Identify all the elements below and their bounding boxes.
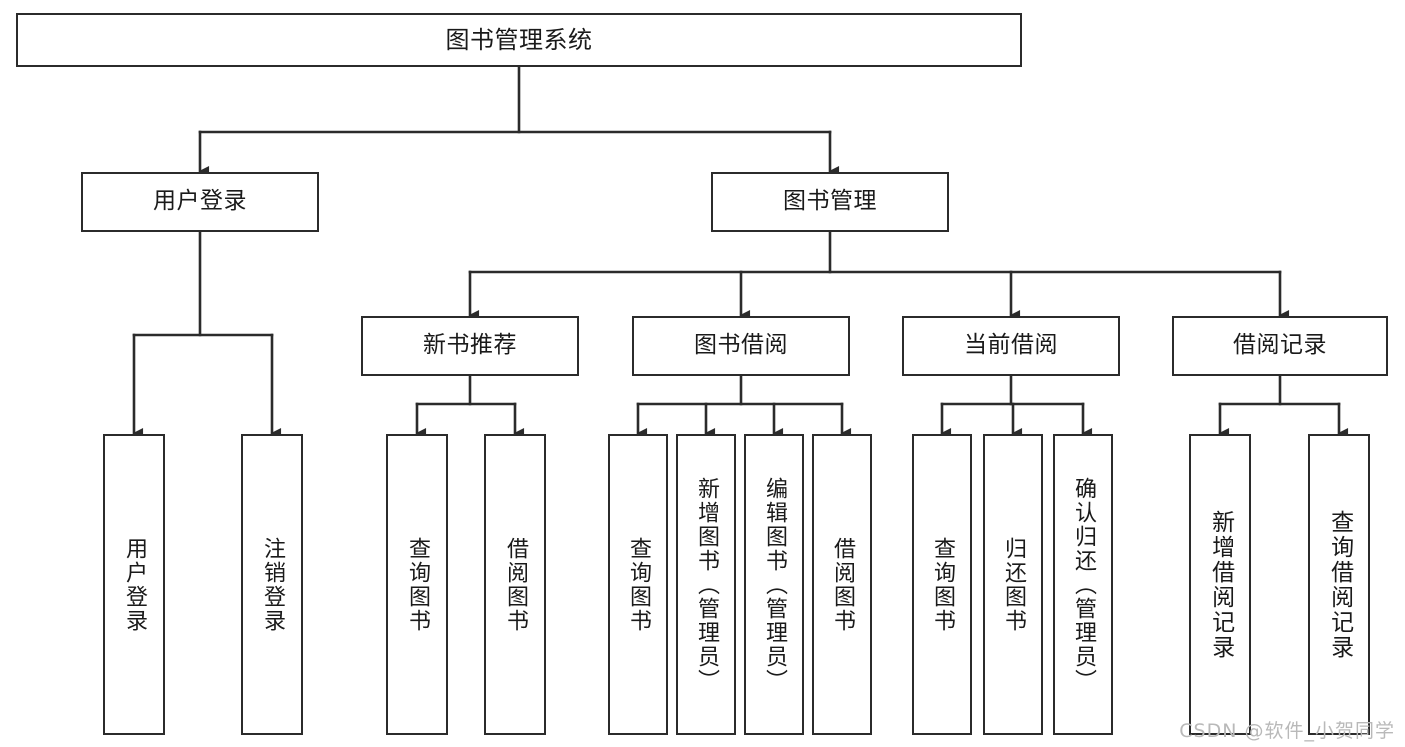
leaf-current-query-book[interactable]: 查询图书 bbox=[912, 434, 972, 735]
node-borrow-record[interactable]: 借阅记录 bbox=[1172, 316, 1388, 376]
leaf-borrow-query-book[interactable]: 查询图书 bbox=[608, 434, 668, 735]
node-root-system[interactable]: 图书管理系统 bbox=[16, 13, 1022, 67]
node-label: 新书推荐 bbox=[423, 332, 517, 359]
node-label: 借阅图书 bbox=[502, 536, 528, 633]
node-label: 查询图书 bbox=[625, 536, 651, 633]
watermark-text: CSDN @软件_小贺同学 bbox=[1179, 720, 1395, 742]
node-label: 查询图书 bbox=[929, 536, 955, 633]
leaf-record-query-borrow-record[interactable]: 查询借阅记录 bbox=[1308, 434, 1370, 735]
node-label: 编辑图书（管理员） bbox=[761, 476, 787, 693]
node-label: 归还图书 bbox=[1000, 536, 1026, 633]
node-label: 查询图书 bbox=[404, 536, 430, 633]
leaf-new-borrow-book[interactable]: 借阅图书 bbox=[484, 434, 546, 735]
node-label: 查询借阅记录 bbox=[1326, 509, 1353, 660]
node-book-borrow[interactable]: 图书借阅 bbox=[632, 316, 850, 376]
node-label: 确认归还（管理员） bbox=[1070, 476, 1096, 693]
leaf-record-add-borrow-record[interactable]: 新增借阅记录 bbox=[1189, 434, 1251, 735]
leaf-user-login[interactable]: 用户登录 bbox=[103, 434, 165, 735]
node-label: 用户登录 bbox=[121, 536, 147, 633]
leaf-current-return-book[interactable]: 归还图书 bbox=[983, 434, 1043, 735]
node-label: 图书管理系统 bbox=[445, 25, 593, 54]
node-book-management[interactable]: 图书管理 bbox=[711, 172, 949, 232]
node-user-login[interactable]: 用户登录 bbox=[81, 172, 319, 232]
node-label: 图书借阅 bbox=[694, 332, 788, 359]
node-current-borrow[interactable]: 当前借阅 bbox=[902, 316, 1120, 376]
node-label: 图书管理 bbox=[783, 188, 877, 215]
node-label: 新增借阅记录 bbox=[1207, 509, 1234, 660]
leaf-borrow-edit-book-admin[interactable]: 编辑图书（管理员） bbox=[744, 434, 804, 735]
node-label: 借阅记录 bbox=[1233, 332, 1327, 359]
node-new-book-recommend[interactable]: 新书推荐 bbox=[361, 316, 579, 376]
leaf-new-query-book[interactable]: 查询图书 bbox=[386, 434, 448, 735]
node-label: 新增图书（管理员） bbox=[693, 476, 719, 693]
node-label: 当前借阅 bbox=[964, 332, 1058, 359]
leaf-borrow-borrow-book[interactable]: 借阅图书 bbox=[812, 434, 872, 735]
node-label: 借阅图书 bbox=[829, 536, 855, 633]
leaf-current-confirm-return-admin[interactable]: 确认归还（管理员） bbox=[1053, 434, 1113, 735]
node-label: 用户登录 bbox=[153, 188, 247, 215]
leaf-user-logout[interactable]: 注销登录 bbox=[241, 434, 303, 735]
leaf-borrow-add-book-admin[interactable]: 新增图书（管理员） bbox=[676, 434, 736, 735]
node-label: 注销登录 bbox=[259, 536, 285, 633]
